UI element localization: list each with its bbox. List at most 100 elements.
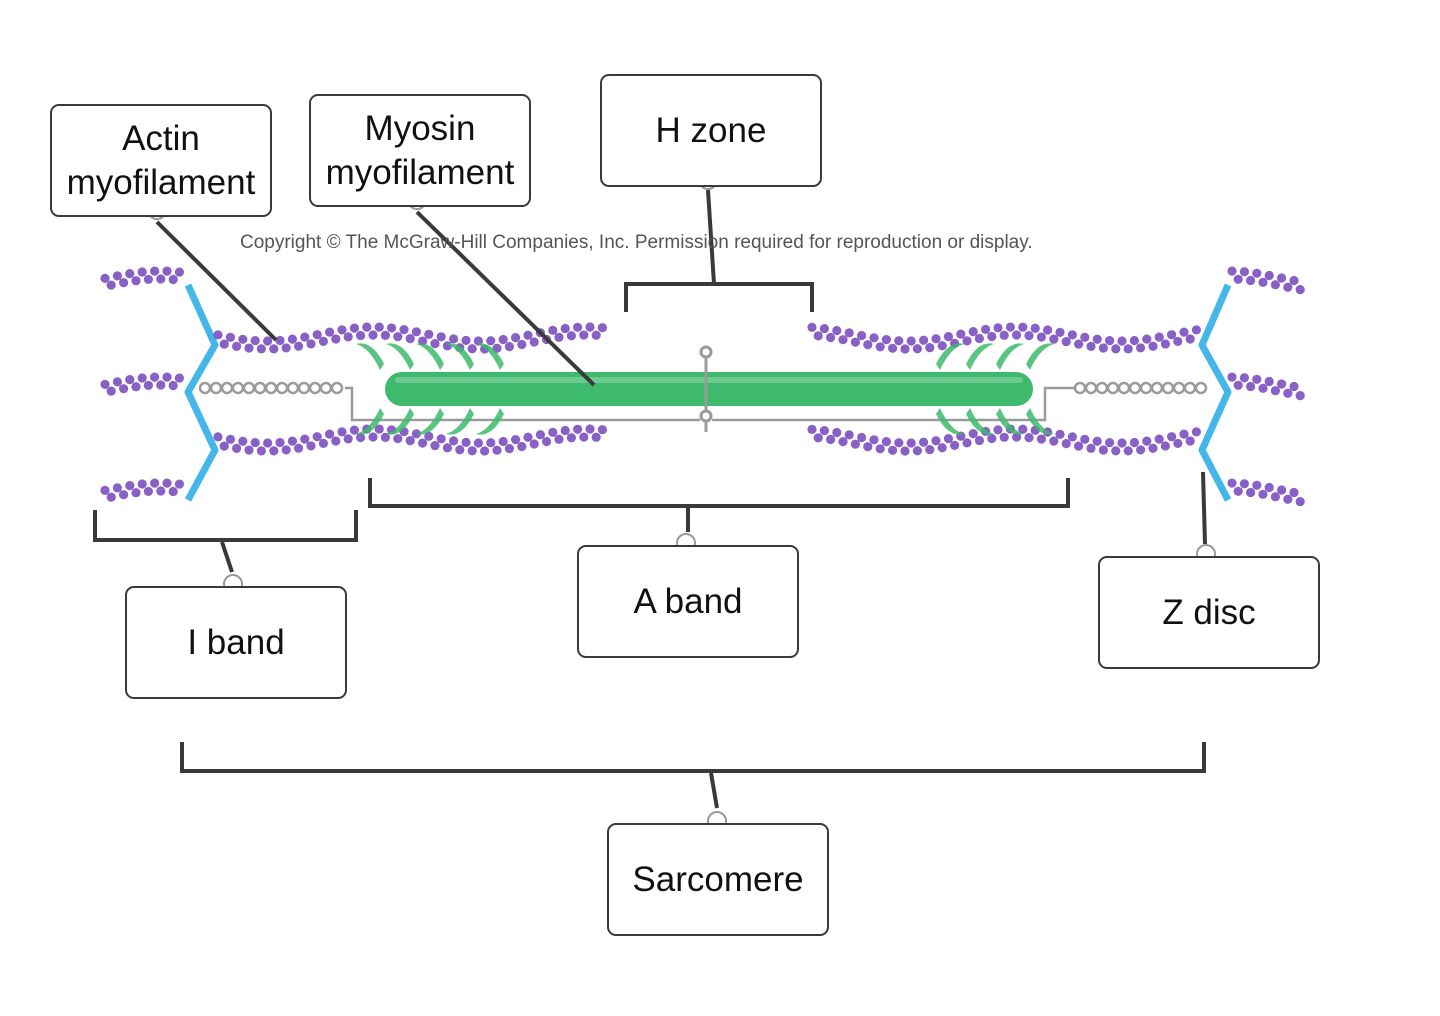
actin-bead bbox=[250, 437, 260, 448]
actin-bead bbox=[925, 444, 935, 455]
actin-bead bbox=[1043, 325, 1053, 335]
actin-bead bbox=[281, 343, 291, 353]
actin-bead bbox=[162, 372, 172, 382]
myosin-myofilament-label[interactable]: Myosin myofilament bbox=[309, 94, 531, 207]
actin-bead bbox=[225, 434, 235, 444]
actin-bead bbox=[529, 439, 539, 449]
actin-bead bbox=[968, 429, 978, 439]
actin-bead bbox=[510, 333, 521, 343]
sarcomere-label[interactable]: Sarcomere bbox=[607, 823, 829, 936]
actin-bead bbox=[906, 336, 916, 346]
actin-bead bbox=[150, 478, 160, 488]
myosin-head bbox=[356, 408, 384, 435]
actin-bead bbox=[368, 432, 378, 442]
actin-bead bbox=[1191, 325, 1201, 335]
actin-bead bbox=[325, 327, 335, 337]
actin-bead bbox=[1049, 436, 1059, 446]
actin-bead bbox=[510, 435, 521, 445]
actin-bead bbox=[937, 443, 947, 453]
actin-bead bbox=[387, 323, 397, 333]
actin-bead bbox=[504, 342, 514, 352]
actin-bead bbox=[1264, 270, 1274, 281]
myosin-head bbox=[996, 343, 1024, 370]
actin-bead bbox=[1154, 434, 1164, 444]
actin-bead bbox=[424, 329, 434, 339]
actin-bead bbox=[430, 440, 440, 451]
actin-bead bbox=[486, 438, 496, 448]
actin-bead bbox=[832, 427, 842, 438]
actin-bead bbox=[1258, 383, 1268, 393]
actin-bead bbox=[100, 273, 110, 283]
actin-bead bbox=[143, 380, 153, 391]
actin-bead bbox=[343, 434, 353, 444]
titin-coil bbox=[1161, 381, 1175, 395]
actin-bead bbox=[1092, 334, 1102, 344]
actin-stub-left-1 bbox=[100, 266, 184, 290]
actin-bead bbox=[1055, 327, 1065, 337]
actin-bead bbox=[106, 386, 116, 396]
actin-bead bbox=[331, 334, 341, 344]
titin-coil bbox=[1095, 381, 1109, 395]
actin-bead bbox=[579, 432, 589, 442]
actin-bead bbox=[560, 323, 570, 334]
actin-bead bbox=[1142, 334, 1152, 344]
titin-coil bbox=[330, 381, 344, 395]
actin-bead bbox=[869, 435, 879, 445]
actin-bead bbox=[131, 276, 141, 286]
i-band-label[interactable]: I band bbox=[125, 586, 347, 699]
actin-leader bbox=[155, 220, 278, 342]
actin-bead bbox=[162, 266, 172, 276]
actin-bead bbox=[263, 336, 273, 346]
actin-bead bbox=[999, 330, 1009, 340]
actin-bead bbox=[579, 330, 589, 340]
actin-bead bbox=[931, 436, 941, 446]
actin-bead bbox=[1185, 334, 1195, 344]
actin-bead bbox=[143, 274, 153, 285]
actin-bead bbox=[337, 427, 347, 437]
actin-bead bbox=[894, 336, 904, 346]
actin-bead bbox=[405, 334, 415, 344]
actin-bead bbox=[548, 427, 558, 437]
actin-bead bbox=[137, 267, 147, 277]
myosin-head bbox=[966, 343, 994, 370]
actin-lower-right bbox=[807, 424, 1201, 456]
actin-bead bbox=[287, 334, 297, 344]
actin-bead bbox=[1277, 379, 1287, 389]
actin-bead bbox=[137, 479, 147, 489]
actin-bead bbox=[137, 373, 147, 383]
actin-bead bbox=[418, 336, 428, 346]
titin-coil bbox=[1150, 381, 1164, 395]
actin-bead bbox=[881, 437, 892, 447]
titin-coil bbox=[1106, 381, 1120, 395]
actin-bead bbox=[411, 429, 421, 439]
actin-bead bbox=[174, 267, 184, 277]
actin-bead bbox=[349, 425, 359, 435]
actin-bead bbox=[888, 343, 898, 353]
actin-bead bbox=[1160, 339, 1170, 349]
actin-bead bbox=[573, 424, 583, 434]
actin-bead bbox=[597, 323, 608, 333]
actin-myofilament-label[interactable]: Actin myofilament bbox=[50, 104, 272, 217]
myosin-head bbox=[996, 408, 1024, 435]
titin-left bbox=[198, 381, 344, 395]
actin-bead bbox=[1049, 334, 1059, 344]
actin-bead bbox=[281, 445, 291, 455]
actin-bead bbox=[869, 333, 879, 343]
actin-bead bbox=[1179, 429, 1189, 439]
myosin-head bbox=[386, 343, 414, 370]
myosin-head bbox=[476, 343, 504, 370]
actin-bead bbox=[368, 330, 378, 340]
h-zone-label[interactable]: H zone bbox=[600, 74, 822, 187]
actin-bead bbox=[1295, 285, 1305, 295]
titin-coil bbox=[231, 381, 245, 395]
actin-bead bbox=[597, 425, 608, 435]
actin-bead bbox=[1239, 267, 1249, 277]
titin-coil bbox=[1139, 381, 1153, 395]
actin-bead bbox=[850, 337, 861, 347]
actin-bead bbox=[844, 328, 854, 338]
actin-bead bbox=[1283, 388, 1293, 398]
z-disc-label[interactable]: Z disc bbox=[1098, 556, 1320, 669]
a-band-label[interactable]: A band bbox=[577, 545, 799, 658]
actin-bead bbox=[168, 486, 178, 497]
z-disc-structures bbox=[184, 283, 1232, 502]
